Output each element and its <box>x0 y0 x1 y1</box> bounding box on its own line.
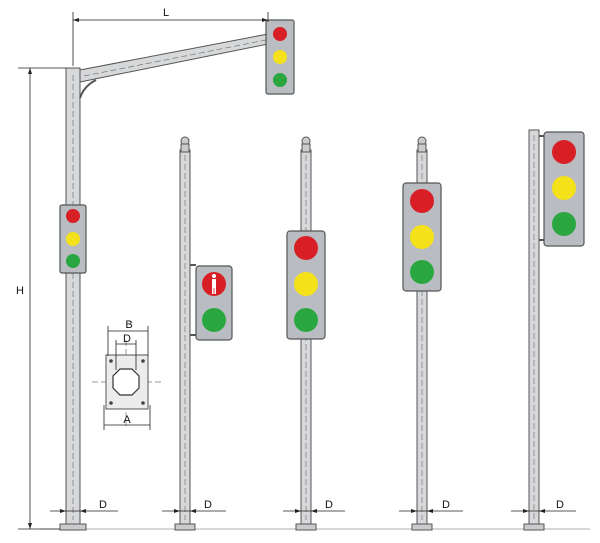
pedestrian-icon <box>212 274 216 294</box>
pole-4-signal-head <box>402 182 442 292</box>
pole-3: D <box>283 136 345 531</box>
dimension-label-B: B <box>125 319 132 331</box>
dimension-label-A: A <box>123 414 131 426</box>
dimension-label-H: H <box>16 285 24 297</box>
pole-4: D <box>399 136 463 531</box>
dimension-label-D-2: D <box>204 499 212 511</box>
dimension-D-1: D <box>50 499 118 513</box>
pole-1-base <box>59 523 87 531</box>
base-plate-detail: B D A <box>92 319 162 430</box>
dimension-label-L: L <box>163 7 169 19</box>
pole-5-signal-head <box>543 131 585 247</box>
dimension-label-D-5: D <box>556 499 564 511</box>
arm-signal-head <box>265 19 295 95</box>
dimension-L: L <box>72 7 269 66</box>
pole-5: D <box>511 129 585 531</box>
dimension-label-D-3: D <box>325 499 333 511</box>
pole-1-cantilever <box>59 19 295 531</box>
dimension-label-D-1: D <box>99 499 107 511</box>
pole-3-signal-head <box>286 230 326 340</box>
pedestrian-signal-head <box>195 265 233 341</box>
dimension-H: H <box>16 67 66 530</box>
pole-1-signal-head <box>59 204 87 274</box>
arm-brace <box>79 79 97 99</box>
octagon-opening <box>112 368 140 396</box>
dimension-label-D-plate: D <box>123 333 131 345</box>
pole-2-pedestrian: D <box>162 136 233 531</box>
dimension-label-D-4: D <box>442 499 450 511</box>
